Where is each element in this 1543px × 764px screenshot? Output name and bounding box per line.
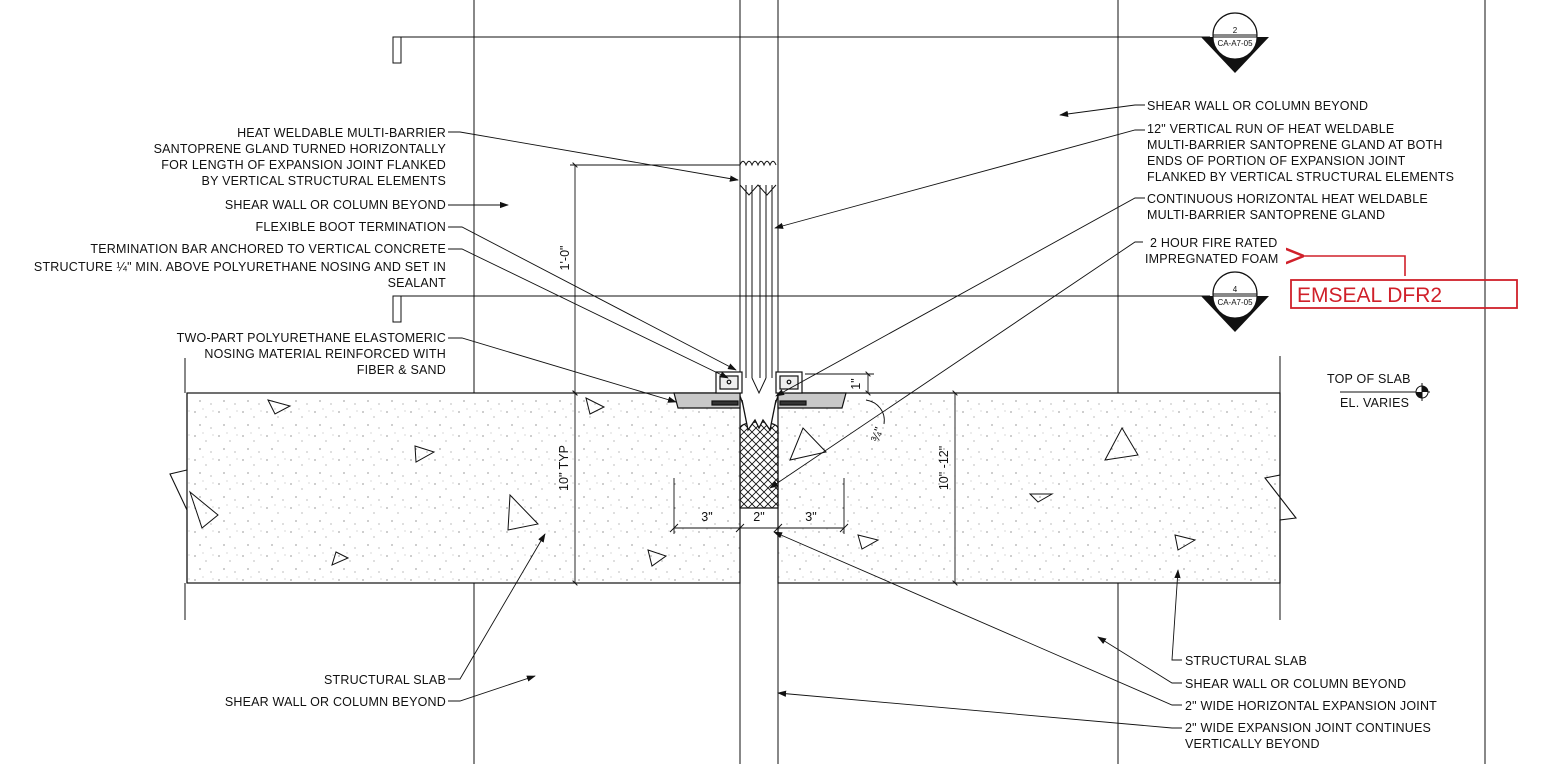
note-horizontal-joint: 2" WIDE HORIZONTAL EXPANSION JOINT (1185, 699, 1437, 713)
dim-slab-range: 10" -12" (937, 446, 951, 490)
break-lines (169, 393, 1298, 583)
note-shear-wall-upper-left: SHEAR WALL OR COLUMN BEYOND (225, 198, 446, 212)
right-notes: SHEAR WALL OR COLUMN BEYOND 12" VERTICAL… (1145, 99, 1454, 751)
dim-width-right: 3" (805, 510, 816, 524)
note-vertical-run-4: FLANKED BY VERTICAL STRUCTURAL ELEMENTS (1147, 170, 1454, 184)
note-vertical-joint-1: 2" WIDE EXPANSION JOINT CONTINUES (1185, 721, 1431, 735)
datum-target-icon (1415, 383, 1429, 401)
aggregate-triangles (188, 397, 1197, 567)
note-gland-horizontal-1: HEAT WELDABLE MULTI-BARRIER (237, 126, 446, 140)
section-marker-4: 4 CA-A7-05 (1201, 271, 1269, 332)
note-nosing-3: FIBER & SAND (357, 363, 446, 377)
note-vertical-run-2: MULTI-BARRIER SANTOPRENE GLAND AT BOTH (1147, 138, 1443, 152)
note-gland-horizontal-3: FOR LENGTH OF EXPANSION JOINT FLANKED (161, 158, 446, 172)
dim-nosing-height: 1" (849, 378, 863, 389)
vertical-gland-run (739, 160, 779, 395)
note-termination-bar-3: SEALANT (388, 276, 447, 290)
concrete-slab-right (777, 392, 1281, 584)
santoprene-gland (739, 395, 779, 432)
dim-width-left: 3" (701, 510, 712, 524)
section-marker-4-number: 4 (1233, 285, 1238, 294)
section-cut-lines (392, 36, 1210, 323)
section-marker-2-sheet: CA-A7-05 (1217, 39, 1253, 48)
dimension-labels: 1'-0" 10" TYP 10" -12" 1" ¾" 3" 2" 3" (557, 246, 951, 524)
leader-lines (448, 104, 1182, 729)
section-marker-2-number: 2 (1233, 26, 1238, 35)
note-nosing-1: TWO-PART POLYURETHANE ELASTOMERIC (177, 331, 446, 345)
section-marker-2: 2 CA-A7-05 (1201, 12, 1269, 73)
dim-height-above: 1'-0" (558, 246, 572, 271)
note-vertical-run-1: 12" VERTICAL RUN OF HEAT WELDABLE (1147, 122, 1394, 136)
note-vertical-run-3: ENDS OF PORTION OF EXPANSION JOINT (1147, 154, 1406, 168)
elevation-marker: TOP OF SLAB EL. VARIES (1327, 372, 1430, 410)
note-horizontal-gland-1: CONTINUOUS HORIZONTAL HEAT WELDABLE (1147, 192, 1428, 206)
dim-slab-typ: 10" TYP (557, 445, 571, 491)
note-fire-foam-2: IMPREGNATED FOAM (1145, 252, 1279, 266)
note-boot-termination: FLEXIBLE BOOT TERMINATION (256, 220, 446, 234)
markup-label: EMSEAL DFR2 (1297, 284, 1442, 307)
note-shear-wall-lower-left: SHEAR WALL OR COLUMN BEYOND (225, 695, 446, 709)
dim-offset: ¾" (868, 425, 886, 444)
note-termination-bar-1: TERMINATION BAR ANCHORED TO VERTICAL CON… (90, 242, 446, 256)
concrete-slab-left (186, 392, 741, 584)
note-nosing-2: NOSING MATERIAL REINFORCED WITH (204, 347, 446, 361)
dimension-lines (570, 162, 960, 586)
note-fire-foam-1: 2 HOUR FIRE RATED (1150, 236, 1278, 250)
note-gland-horizontal-2: SANTOPRENE GLAND TURNED HORIZONTALLY (154, 142, 447, 156)
section-marker-4-sheet: CA-A7-05 (1217, 298, 1253, 307)
elevation-title: TOP OF SLAB (1327, 372, 1411, 386)
note-horizontal-gland-2: MULTI-BARRIER SANTOPRENE GLAND (1147, 208, 1385, 222)
note-structural-slab-left: STRUCTURAL SLAB (324, 673, 446, 687)
note-vertical-joint-2: VERTICALLY BEYOND (1185, 737, 1320, 751)
markup-annotation: EMSEAL DFR2 (1291, 256, 1518, 309)
left-notes: HEAT WELDABLE MULTI-BARRIER SANTOPRENE G… (34, 126, 447, 709)
note-shear-wall-upper-right: SHEAR WALL OR COLUMN BEYOND (1147, 99, 1368, 113)
dim-joint-width: 2" (753, 510, 764, 524)
boot-termination-bars (715, 371, 803, 394)
fire-rated-foam (739, 421, 779, 509)
note-gland-horizontal-4: BY VERTICAL STRUCTURAL ELEMENTS (202, 174, 446, 188)
note-shear-wall-lower-right: SHEAR WALL OR COLUMN BEYOND (1185, 677, 1406, 691)
note-termination-bar-2: STRUCTURE ¼" MIN. ABOVE POLYURETHANE NOS… (34, 260, 446, 274)
note-structural-slab-right: STRUCTURAL SLAB (1185, 654, 1307, 668)
wall-lines (184, 0, 1486, 764)
elevation-value: EL. VARIES (1340, 396, 1409, 410)
